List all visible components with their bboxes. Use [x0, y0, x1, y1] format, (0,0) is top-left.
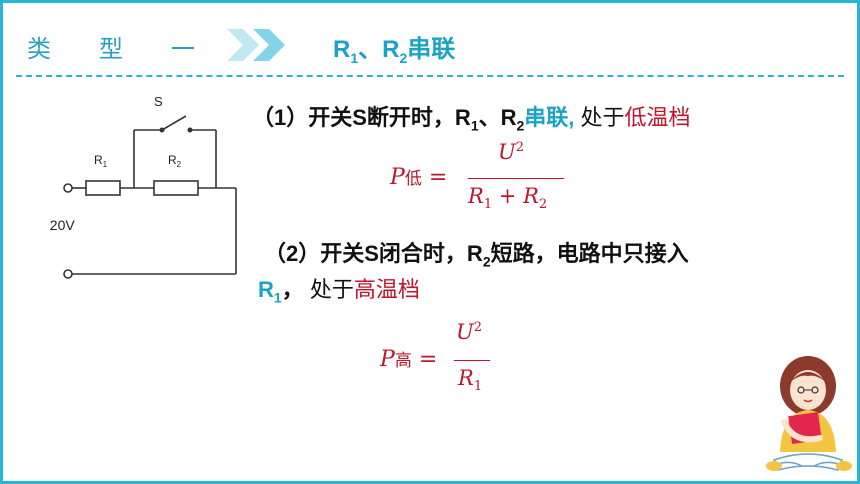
- type-char-1: 类: [27, 35, 51, 63]
- chevron-arrow-icon: [253, 29, 285, 61]
- slide-header: 类 型 一 R1、R2串联: [3, 3, 857, 75]
- type-char-2: 型: [99, 35, 123, 63]
- resistor-r1: [85, 180, 121, 196]
- case2-text-cont: R1， 处于高温档: [258, 277, 420, 306]
- section-title: R1、R2串联: [333, 36, 456, 66]
- girl-holding-book-illustration: [766, 356, 852, 471]
- formula-high: P高 = U2 R1: [380, 320, 500, 396]
- type-char-3: 一: [171, 35, 195, 63]
- r2-label: R2: [168, 153, 182, 169]
- switch-label: S: [154, 94, 163, 109]
- type-label: 类型一: [27, 29, 195, 64]
- header-divider: [16, 75, 844, 77]
- case1-text: （1）开关S断开时，R1、R2串联, 处于低温档: [252, 105, 691, 134]
- formula-low: P低 = U2 R1 + R2: [390, 140, 580, 216]
- chevron-arrow-icon: [227, 29, 259, 61]
- resistor-r2: [153, 180, 199, 196]
- case2-text: （2）开关S闭合时，R2短路，电路中只接入: [264, 241, 689, 270]
- r1-label: R1: [94, 153, 108, 169]
